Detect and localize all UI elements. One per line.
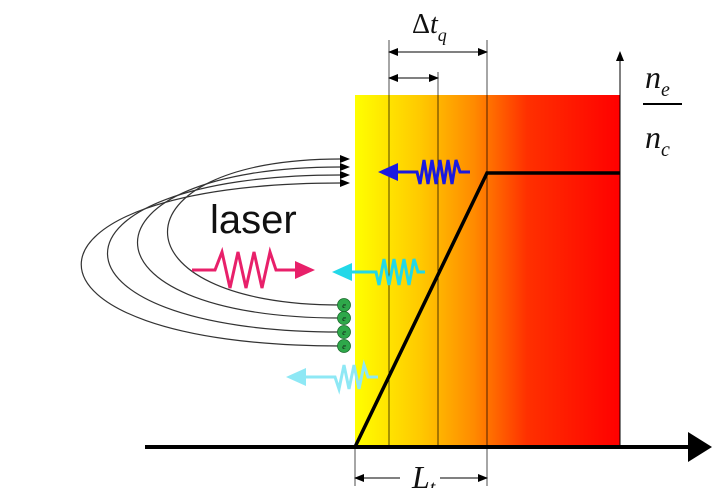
- electron-icon: [337, 325, 351, 339]
- blue-wave: [395, 159, 470, 185]
- density-ratio-label: ne nc: [643, 59, 682, 161]
- electron-label: e: [342, 301, 346, 310]
- plasma-slab: [355, 95, 620, 447]
- magnetic-field-lines: [80, 158, 341, 347]
- electron-icon: [337, 339, 351, 353]
- light-cyan-wave-arrow: [286, 359, 378, 395]
- svg-text:ne: ne: [645, 59, 670, 101]
- position-axis-arrowhead: [688, 432, 712, 462]
- laser-label: laser: [210, 198, 297, 242]
- laser-arrowhead: [295, 261, 315, 279]
- field-line-1: [167, 158, 341, 306]
- light-cyan-arrowhead: [286, 368, 306, 386]
- electron-column: e e e e: [337, 298, 351, 353]
- cyan-arrowhead: [332, 263, 352, 281]
- electron-label: e: [342, 328, 346, 337]
- electron-label: e: [342, 342, 346, 351]
- blue-arrowhead: [378, 163, 398, 181]
- blue-wave-arrow: [378, 159, 470, 185]
- laser-wave: [192, 246, 298, 289]
- cyan-wave: [350, 258, 425, 286]
- field-line-3: [106, 174, 341, 333]
- density-profile: [353, 171, 620, 448]
- electron-label: e: [342, 314, 346, 323]
- gradient-length-label: Lt: [411, 459, 436, 488]
- svg-text:nc: nc: [645, 119, 670, 161]
- laser-wave-arrow: [192, 246, 315, 289]
- light-cyan-wave: [305, 359, 378, 395]
- delta-tq-label: Δtq: [412, 9, 447, 45]
- field-line-2: [137, 166, 341, 319]
- field-line-4: [80, 182, 341, 347]
- field-line-arrowheads: [340, 155, 350, 187]
- cyan-wave-arrow: [332, 258, 425, 286]
- electron-icon: [337, 311, 351, 325]
